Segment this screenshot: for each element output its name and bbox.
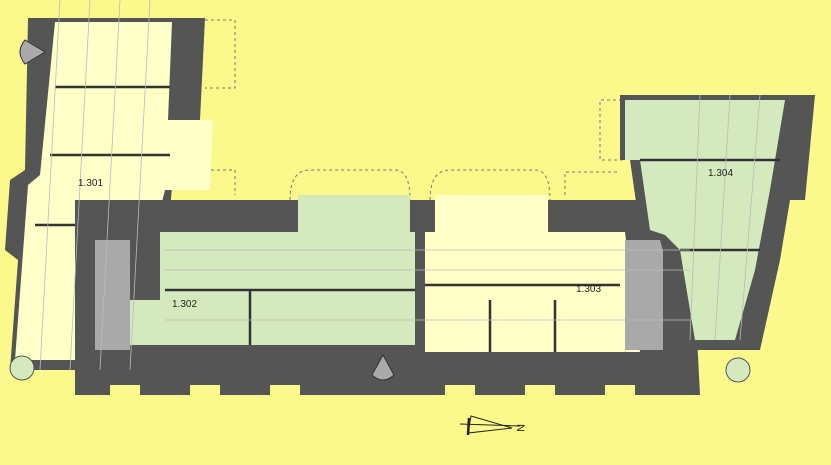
unit-label-1304: 1.304 (708, 168, 733, 179)
terrace-outlines (205, 19, 622, 201)
corner-marker (9, 355, 35, 381)
beam-lines (39, 0, 761, 371)
unit-label-1303: 1.303 (576, 284, 601, 295)
unit-label-1302: 1.302 (172, 299, 197, 310)
left-wing (5, 18, 213, 370)
main-block (75, 195, 700, 395)
north-label: N (514, 424, 526, 432)
north-arrow-icon: N (459, 415, 526, 436)
section-marker-icon (371, 353, 395, 381)
section-marker-icon (19, 39, 46, 65)
corner-marker (725, 357, 751, 383)
unit-label-1301: 1.301 (78, 178, 103, 189)
